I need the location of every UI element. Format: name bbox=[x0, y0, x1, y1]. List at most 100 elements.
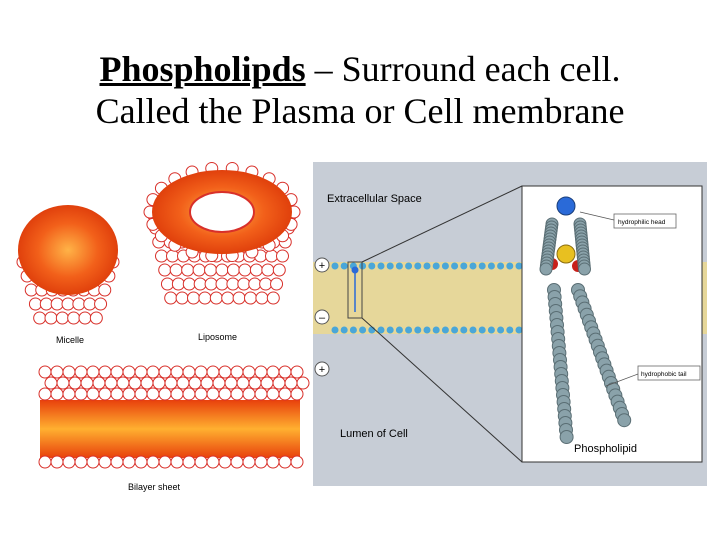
extracellular-label: Extracellular Space bbox=[327, 193, 422, 205]
bilayer-head bbox=[74, 455, 88, 469]
bilayer-head bbox=[272, 376, 286, 390]
title-line2: Called the Plasma or Cell membrane bbox=[95, 91, 625, 131]
micelle-head bbox=[44, 311, 58, 325]
bilayer-head bbox=[236, 376, 250, 390]
bilayer-head bbox=[98, 365, 112, 379]
bilayer-head bbox=[80, 376, 94, 390]
membrane-head bbox=[432, 262, 440, 270]
bilayer-head bbox=[230, 455, 244, 469]
micelle-head bbox=[98, 283, 112, 297]
bilayer-head bbox=[104, 376, 118, 390]
bilayer-head bbox=[254, 365, 268, 379]
membrane-head bbox=[451, 262, 459, 270]
head-atom bbox=[539, 262, 553, 276]
membrane-head bbox=[331, 326, 339, 334]
phospholipid-molecule bbox=[539, 196, 632, 444]
bilayer-head-rows bbox=[38, 365, 310, 469]
bilayer-label: Bilayer sheet bbox=[128, 482, 181, 492]
bilayer-tails bbox=[40, 400, 300, 458]
liposome-head bbox=[238, 263, 252, 277]
micelle-core bbox=[18, 205, 118, 295]
bilayer-head bbox=[206, 387, 220, 401]
liposome-head bbox=[209, 291, 223, 305]
liposome-head bbox=[276, 249, 289, 263]
membrane-head bbox=[368, 262, 376, 270]
bilayer-head bbox=[242, 365, 256, 379]
micelle-head bbox=[39, 297, 53, 311]
bilayer-head bbox=[266, 365, 280, 379]
bilayer-head bbox=[62, 455, 76, 469]
liposome-lumen bbox=[189, 191, 255, 233]
liposome-head bbox=[175, 291, 189, 305]
membrane-head bbox=[377, 262, 385, 270]
membrane-head bbox=[506, 326, 514, 334]
bilayer-head bbox=[218, 455, 232, 469]
micelle-head bbox=[28, 297, 42, 311]
liposome-head bbox=[181, 263, 195, 277]
micelle-head bbox=[78, 311, 92, 325]
membrane-head bbox=[497, 326, 505, 334]
liposome-head bbox=[166, 249, 179, 263]
membrane-head bbox=[405, 262, 413, 270]
liposome-head bbox=[182, 277, 196, 291]
liposome-head bbox=[160, 277, 174, 291]
liposome-head bbox=[226, 277, 240, 291]
bilayer-head bbox=[134, 365, 148, 379]
liposome-label: Liposome bbox=[198, 332, 237, 342]
charge-markers: + – + bbox=[314, 257, 330, 377]
bilayer-head bbox=[146, 387, 160, 401]
bilayer-head bbox=[290, 387, 304, 401]
bilayer-head bbox=[206, 365, 220, 379]
bilayer-head bbox=[98, 387, 112, 401]
charge-plus-top: + bbox=[319, 260, 325, 272]
liposome-head bbox=[192, 263, 206, 277]
bilayer-head bbox=[158, 365, 172, 379]
head-atom bbox=[556, 196, 576, 216]
bilayer-head bbox=[194, 455, 208, 469]
membrane-head bbox=[515, 326, 523, 334]
micelle-head bbox=[94, 297, 108, 311]
membrane-head bbox=[414, 262, 422, 270]
bilayer-head bbox=[98, 455, 112, 469]
tail-callout-box bbox=[637, 365, 701, 381]
bilayer-head bbox=[44, 376, 58, 390]
bilayer-head bbox=[182, 365, 196, 379]
membrane-head bbox=[441, 262, 449, 270]
liposome-head bbox=[204, 263, 218, 277]
bilayer-head bbox=[86, 365, 100, 379]
micelle-head bbox=[67, 311, 81, 325]
bilayer-head bbox=[38, 365, 52, 379]
head-callout-label: hydrophilic head bbox=[618, 219, 666, 226]
membrane-head bbox=[451, 326, 459, 334]
liposome: Liposome bbox=[143, 161, 301, 342]
micelle-head bbox=[50, 297, 64, 311]
membrane-head bbox=[469, 262, 477, 270]
bilayer-head bbox=[38, 455, 52, 469]
liposome-head bbox=[164, 291, 178, 305]
bilayer-head bbox=[38, 387, 52, 401]
liposome-head bbox=[204, 277, 218, 291]
liposome-head bbox=[248, 277, 262, 291]
liposome-head bbox=[249, 263, 263, 277]
bilayer-head bbox=[296, 376, 310, 390]
membrane-head bbox=[432, 326, 440, 334]
membrane-head bbox=[405, 326, 413, 334]
membrane-head bbox=[460, 326, 468, 334]
micelle-head bbox=[83, 297, 97, 311]
bilayer-head bbox=[182, 387, 196, 401]
zoom-line-bottom bbox=[361, 317, 523, 463]
bilayer-head bbox=[134, 387, 148, 401]
micelle-head bbox=[89, 311, 103, 325]
membrane-head bbox=[423, 326, 431, 334]
bilayer-head bbox=[56, 376, 70, 390]
micelle: Micelle bbox=[16, 205, 120, 345]
bilayer-head bbox=[128, 376, 142, 390]
charge-minus: – bbox=[319, 312, 326, 324]
liposome-head bbox=[155, 249, 168, 263]
bilayer-head bbox=[260, 376, 274, 390]
bilayer-head bbox=[224, 376, 238, 390]
bilayer-head bbox=[218, 387, 232, 401]
bilayer-head bbox=[146, 365, 160, 379]
bilayer-head bbox=[254, 455, 268, 469]
